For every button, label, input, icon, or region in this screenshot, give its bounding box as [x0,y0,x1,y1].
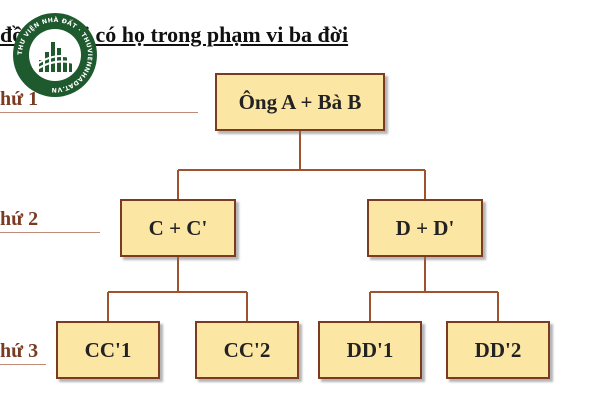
node-c-couple: C + C' [120,199,236,257]
node-d-couple: D + D' [367,199,483,257]
generation-3-label: hứ 3 [0,340,39,362]
generation-2-label: hứ 2 [0,208,39,230]
node-dd1: DD'1 [318,321,422,379]
watermark-logo: THƯ VIỆN NHÀ ĐẤT · THUVIENNHADAT.VN [13,13,97,97]
generation-1-label: hứ 1 [0,88,39,110]
node-cc2: CC'2 [195,321,299,379]
node-root-couple: Ông A + Bà B [215,73,385,131]
generation-1-underline [0,112,198,113]
generation-3-underline [0,364,46,365]
node-cc1: CC'1 [56,321,160,379]
node-dd2: DD'2 [446,321,550,379]
generation-2-underline [0,232,100,233]
